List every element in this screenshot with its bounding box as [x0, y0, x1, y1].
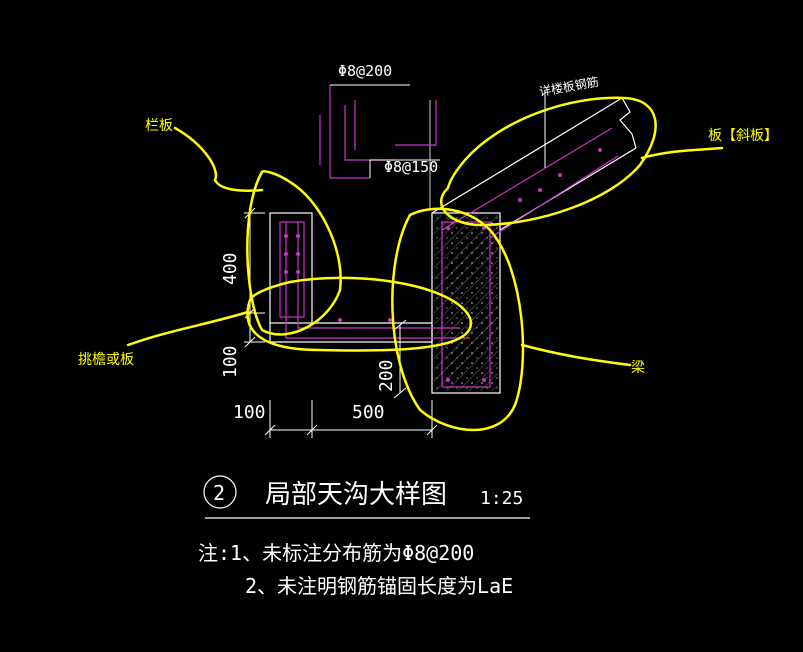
- slab-rebar-label: 详楼板钢筋: [538, 74, 600, 99]
- title-number: 2: [213, 481, 225, 505]
- dim-100-bottom: 100: [233, 402, 266, 423]
- drawing-title: 局部天沟大样图: [265, 480, 447, 510]
- rebar-dots: [284, 148, 602, 382]
- leader-lines: [330, 84, 546, 178]
- yellow-markup: [126, 96, 724, 432]
- rebar-mid-label: Φ8@150: [384, 158, 438, 176]
- label-beam: 梁: [631, 360, 645, 376]
- rebar: [279, 85, 619, 388]
- dim-500: 500: [352, 402, 385, 423]
- beam-dots: [434, 215, 498, 391]
- note-line-1: 注:1、未标注分布筋为Φ8@200: [198, 541, 474, 565]
- note-line-2: 2、未注明钢筋锚固长度为LaE: [245, 574, 513, 598]
- rebar-top-label: Φ8@200: [338, 62, 392, 80]
- drawing-scale: 1:25: [480, 488, 523, 509]
- label-overhang: 挑檐或板: [78, 352, 134, 368]
- dim-200: 200: [376, 359, 397, 392]
- label-inclined-slab: 板【斜板】: [708, 128, 778, 144]
- dim-100-left: 100: [220, 345, 241, 378]
- dim-400: 400: [220, 252, 241, 285]
- title-number-circle: [203, 475, 237, 509]
- label-railing: 栏板: [145, 118, 173, 134]
